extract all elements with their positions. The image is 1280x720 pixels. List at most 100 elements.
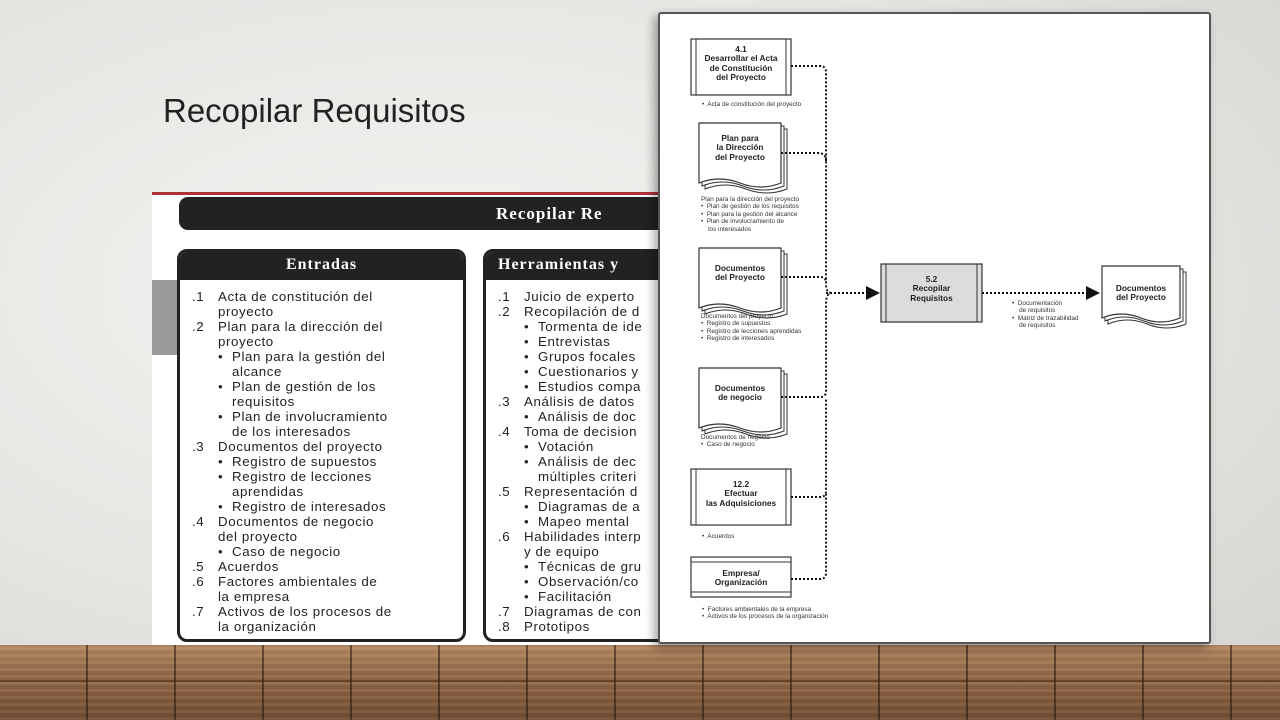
bullet-icon: • [524, 514, 530, 529]
item-text: Plan para la gestión del [232, 349, 386, 364]
item-text: Tormenta de ide [538, 319, 643, 334]
floor-seam [0, 680, 1280, 682]
item-text: Toma de decision [524, 424, 638, 439]
item-text: Documentos del proyecto [218, 439, 383, 454]
bullet-icon: • [524, 499, 530, 514]
bullet-icon: • [524, 454, 530, 469]
item-text: Juicio de experto [524, 289, 635, 304]
item-number: .5 [498, 484, 511, 499]
item-text: aprendidas [232, 484, 304, 499]
item-text: Estudios compa [538, 379, 642, 394]
node-output-document [1101, 265, 1187, 329]
item-text: Prototipos [524, 619, 590, 634]
list-item: •Registro de supuestos [192, 454, 463, 469]
list-item: • Técnicas de gru [498, 559, 658, 574]
item-number: .4 [192, 514, 205, 529]
list-item: • Cuestionarios y [498, 364, 658, 379]
item-text: Diagramas de a [538, 499, 641, 514]
red-rule [152, 192, 658, 195]
slide-title: Recopilar Requisitos [163, 92, 466, 129]
bullet-icon: • [524, 379, 530, 394]
item-text: de los interesados [232, 424, 351, 439]
item-number: .3 [498, 394, 511, 409]
node-docs-document [698, 247, 788, 319]
node-negocio-document [698, 367, 788, 439]
item-text: requisitos [232, 394, 295, 409]
item-number: .5 [192, 559, 205, 574]
item-text: Caso de negocio [232, 544, 341, 559]
item-number: .1 [192, 289, 205, 304]
item-text: Votación [538, 439, 594, 454]
item-text: proyecto [218, 304, 274, 319]
item-text: Análisis de doc [538, 409, 637, 424]
list-item: • Estudios compa [498, 379, 658, 394]
bullet-icon: • [524, 334, 530, 349]
list-item: •Análisis de doc [498, 409, 658, 424]
item-number: .4 [498, 424, 511, 439]
item-text: Facilitación [538, 589, 612, 604]
bullet-icon: • [218, 454, 224, 469]
node-negocio-label: Documentos de negocio [714, 383, 766, 403]
item-number: .7 [192, 604, 205, 619]
list-item: .3 Documentos del proyecto [192, 439, 463, 454]
node-12-2-box [690, 468, 792, 526]
list-item: • Votación [498, 439, 658, 454]
item-text: Acuerdos [218, 559, 279, 574]
item-text: la empresa [218, 589, 290, 604]
list-item: •Grupos focales [498, 349, 658, 364]
item-text: Acta de constitución del [218, 289, 373, 304]
item-text: Mapeo mental [538, 514, 630, 529]
list-item: • Diagramas de a [498, 499, 658, 514]
item-text: Técnicas de gru [538, 559, 642, 574]
node-empresa-box [690, 556, 792, 598]
item-text: del proyecto [218, 529, 298, 544]
note-5-2: • Documentación de requisitos • Matriz d… [1012, 300, 1079, 330]
item-text: Plan de involucramiento [232, 409, 388, 424]
note-4-1: • Acta de constitución del proyecto [702, 101, 802, 108]
bullet-icon: • [218, 469, 224, 484]
item-text: Cuestionarios y [538, 364, 639, 379]
bullet-icon: • [524, 439, 530, 454]
node-5-2-label: 5.2 Recopilar Requisitos [910, 274, 953, 303]
bullet-icon: • [218, 409, 224, 424]
item-number: .2 [498, 304, 511, 319]
list-item: • Mapeo mental [498, 514, 658, 529]
bullet-icon: • [524, 319, 530, 334]
bullet-icon: • [218, 349, 224, 364]
item-text: Análisis de datos [524, 394, 635, 409]
bullet-icon: • [524, 559, 530, 574]
wood-floor-background [0, 645, 1280, 720]
item-number: .6 [498, 529, 511, 544]
item-text: Plan de gestión de los [232, 379, 377, 394]
item-text: Representación d [524, 484, 638, 499]
item-text: Documentos de negocio [218, 514, 375, 529]
note-plan: Plan para la dirección del proyecto • Pl… [701, 196, 800, 233]
bullet-icon: • [524, 364, 530, 379]
item-number: .2 [192, 319, 205, 334]
note-negocio: Documentos de negocio • Caso de negocio [701, 434, 770, 449]
item-text: proyecto [218, 334, 274, 349]
node-12-2-label: 12.2 Efectuar las Adquisiciones [705, 479, 777, 508]
item-text: Activos de los procesos de [218, 604, 392, 619]
inputs-header: Entradas [180, 252, 463, 280]
item-text: Registro de lecciones [232, 469, 372, 484]
diagram-shapes [690, 38, 1187, 598]
item-number: .3 [192, 439, 205, 454]
bullet-icon: • [218, 379, 224, 394]
list-item: .3 Análisis de datos [498, 394, 658, 409]
bullet-icon: • [218, 544, 224, 559]
item-text: Diagramas de con [524, 604, 642, 619]
list-item: •Facilitación [498, 589, 658, 604]
bullet-icon: • [218, 499, 224, 514]
item-text: Recopilación de d [524, 304, 640, 319]
